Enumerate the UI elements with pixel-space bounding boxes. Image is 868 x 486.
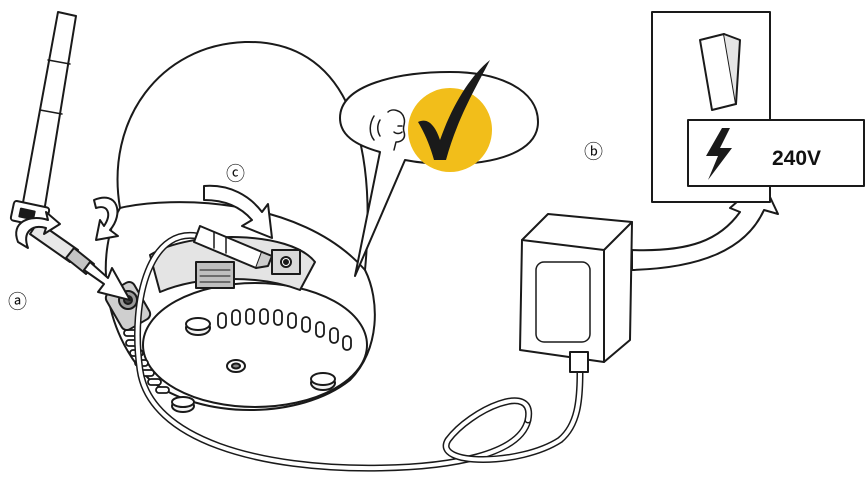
power-adapter xyxy=(520,214,632,372)
camera-body xyxy=(106,42,375,410)
step-a-label: ⓐ xyxy=(8,291,27,313)
voltage-label: 240V xyxy=(772,147,821,170)
step-b-label: ⓑ xyxy=(584,141,603,163)
dc-power-jack xyxy=(272,250,300,274)
step-c-label: ⓒ xyxy=(226,163,245,185)
ethernet-port xyxy=(196,262,234,288)
